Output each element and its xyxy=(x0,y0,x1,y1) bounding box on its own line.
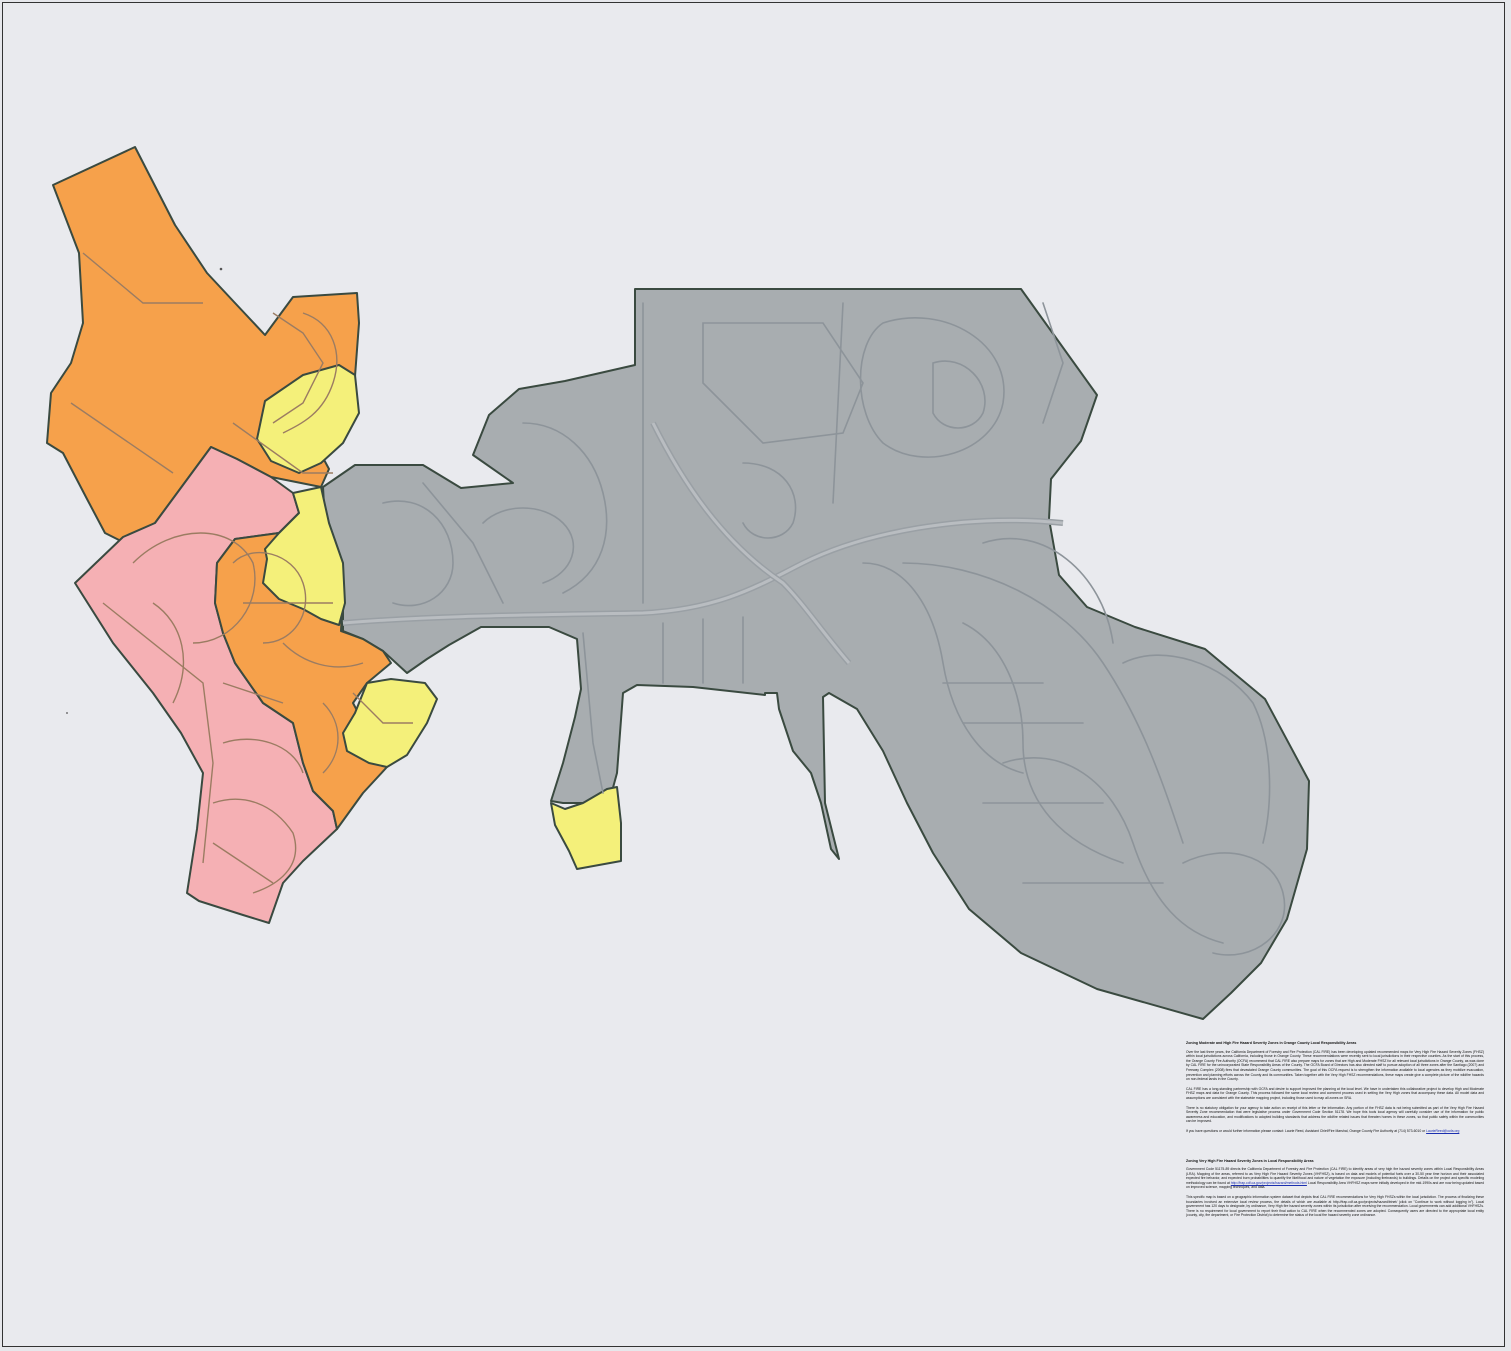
street-network-gray xyxy=(342,302,1286,956)
contact-email-link[interactable]: LaurieReed@ocfa.org xyxy=(1426,1128,1460,1133)
notes-section2-paragraph: This specific map is based on a geograph… xyxy=(1186,1195,1484,1218)
notes-section1-paragraph: Over the last three years, the Californi… xyxy=(1186,1049,1484,1082)
notes-contact-paragraph: If you have questions or would further i… xyxy=(1186,1129,1484,1134)
notes-section1-paragraph: CAL FIRE has a long-standing partnership… xyxy=(1186,1086,1484,1100)
notes-section2-title: Zoning Very High Fire Hazard Severity Zo… xyxy=(1186,1158,1314,1163)
yellow-zone-south[interactable] xyxy=(550,786,622,870)
street-network-west xyxy=(70,252,413,894)
fire-hazard-map[interactable] xyxy=(3,3,1506,1348)
methods-link[interactable]: http://frap.cdf.ca.gov/projects/hazard/m… xyxy=(1230,1180,1307,1185)
map-speck xyxy=(219,267,223,271)
notes-section2-paragraph: Government Code 51175-89 directs the Cal… xyxy=(1186,1167,1484,1190)
notes-section2-text: Government Code 51175-89 directs the Cal… xyxy=(1186,1167,1484,1185)
gray-zone[interactable] xyxy=(322,288,1310,1020)
map-speck xyxy=(66,712,68,714)
notes-section1-paragraph: There is no statutory obligation for you… xyxy=(1186,1105,1484,1124)
map-notes: Zoning Moderate and High Fire Hazard Sev… xyxy=(1186,1041,1484,1223)
notes-contact-text: If you have questions or would further i… xyxy=(1186,1128,1426,1133)
notes-section2-text-post: Local Responsibility Area VHFHSZ maps we… xyxy=(1186,1180,1485,1190)
yellow-zone-central[interactable] xyxy=(262,486,346,626)
notes-section1-title: Zoning Moderate and High Fire Hazard Sev… xyxy=(1186,1041,1357,1045)
